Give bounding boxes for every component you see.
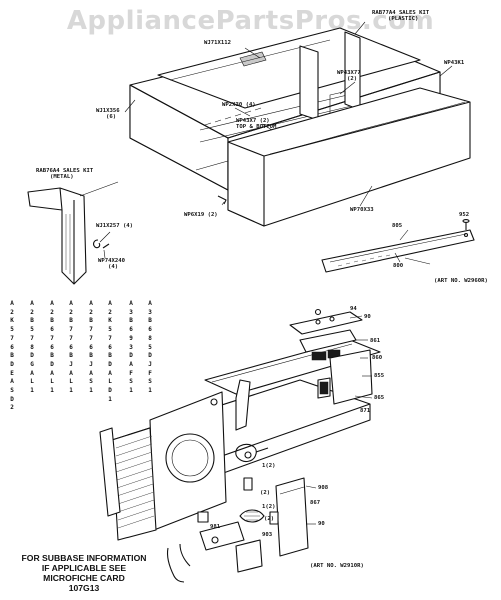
label-wp43k1: WP43K1 (444, 60, 465, 66)
label-art-no-top: (ART NO. W2960R) (434, 278, 488, 284)
drain-and-wiring (166, 511, 279, 583)
motor-assembly (235, 443, 269, 523)
label-wp43x77-top: WP43X77 (2) (337, 70, 361, 82)
label-94: 94 (350, 306, 357, 312)
note-line: MICROFICHE CARD (43, 573, 125, 583)
callout-number: 855 (374, 373, 385, 379)
callout-small: (2) (264, 516, 275, 522)
callout-small: 1(2) (262, 463, 276, 469)
callout-small: (2) (260, 490, 271, 496)
callout-number: 871 (360, 408, 371, 414)
note-line: 107G13 (68, 583, 100, 593)
callout-number: 90 (318, 521, 325, 527)
callout-number: 908 (318, 485, 329, 491)
control-panel (289, 308, 363, 361)
label-wp70x33: WP70X33 (350, 207, 374, 213)
label-wj71x112: WJ71X112 (204, 40, 231, 46)
label-800: 800 (393, 263, 404, 269)
label-wp2x30: WP2X30 (4) (222, 102, 256, 108)
label-952: 952 (459, 212, 470, 218)
label-wj1x356: WJ1X356 (6) (96, 108, 120, 120)
label-sales-kit-metal: RAB76A4 SALES KIT (METAL) (36, 168, 94, 180)
label-wp43x77-mid: WP43X7 (2) TOP & BOTTOM (236, 118, 277, 130)
note-line: IF APPLICABLE SEE (41, 563, 127, 573)
label-sales-kit-plastic: RAB77A4 SALES KIT (PLASTIC) (372, 10, 430, 22)
watermark-text: AppliancePartsPros.com (66, 6, 435, 36)
callout-small: 981 (210, 524, 221, 530)
subbase-note: FOR SUBBASE INFORMATION IF APPLICABLE SE… (14, 553, 154, 593)
callout-small: 1(2) (262, 504, 276, 510)
screw-wp6x19 (217, 195, 227, 205)
callout-number: 867 (310, 500, 321, 506)
evaporator-coil (99, 427, 157, 541)
label-wp74x240: WP74X240 (4) (98, 258, 125, 270)
note-line: FOR SUBBASE INFORMATION (21, 553, 147, 563)
callout-number: 860 (372, 355, 383, 361)
label-wp6x19: WP6X19 (2) (184, 212, 218, 218)
label-art-no-bottom: (ART NO. W2910R) (310, 563, 364, 569)
leader-lines (79, 21, 453, 525)
blower-housing (149, 391, 227, 531)
side-panel (235, 349, 373, 431)
screw-952 (462, 219, 470, 230)
capacitor-bracket (275, 477, 309, 557)
label-wj1x257: WJ1X257 (4) (96, 223, 134, 229)
label-805: 805 (392, 223, 403, 229)
rail-assembly (321, 229, 475, 273)
callout-number: 861 (370, 338, 381, 344)
callout-small: 903 (262, 532, 273, 538)
callout-number: 90 (364, 314, 371, 320)
front-panel (227, 87, 471, 227)
metal-sales-kit-bracket (27, 187, 110, 285)
callout-number: 865 (374, 395, 385, 401)
